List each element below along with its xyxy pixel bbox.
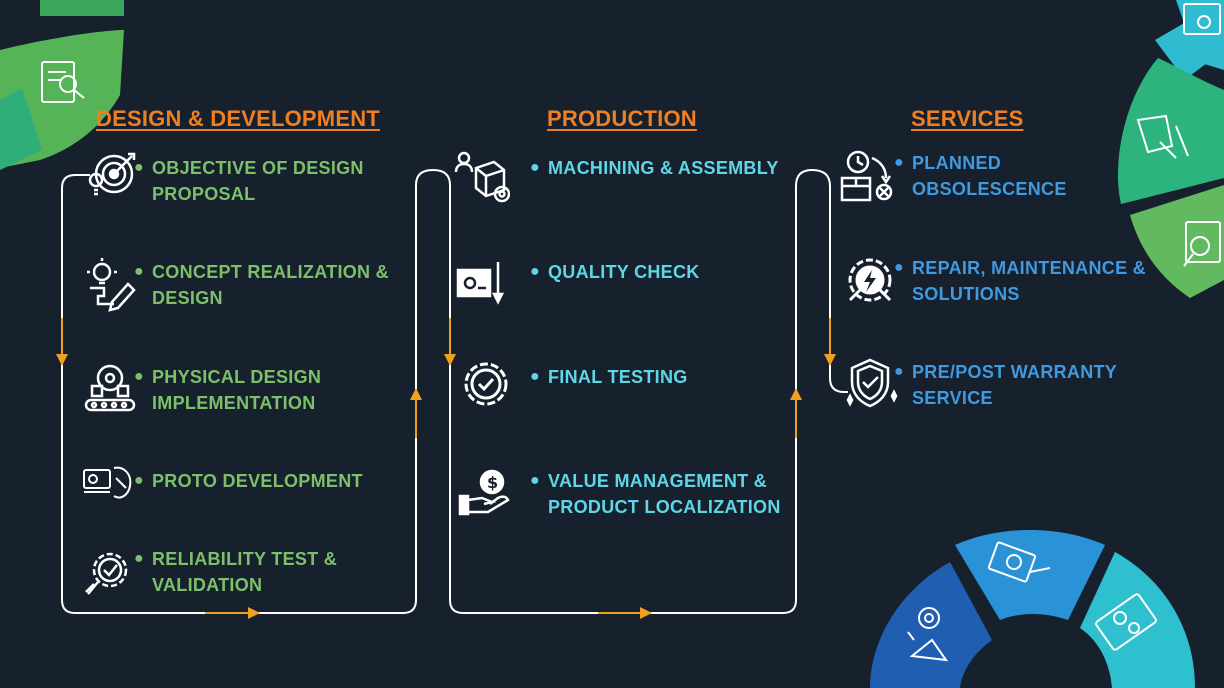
item-proto-development: ● PROTO DEVELOPMENT <box>134 468 363 494</box>
item-physical-design-implementation: ● PHYSICAL DESIGN IMPLEMENTATION <box>134 364 321 416</box>
flow-arrow-down-2 <box>444 318 456 366</box>
item-objective-of-design-proposal: ● OBJECTIVE OF DESIGN PROPOSAL <box>134 155 364 207</box>
blueprint-icon <box>987 541 1051 583</box>
item-text: PLANNED OBSOLESCENCE <box>912 150 1067 202</box>
bullet-dot: ● <box>134 550 144 567</box>
item-planned-obsolescence: ● PLANNED OBSOLESCENCE <box>894 150 1067 202</box>
item-reliability-test-validation: ● RELIABILITY TEST & VALIDATION <box>134 546 337 598</box>
svg-text:$: $ <box>487 473 498 492</box>
item-repair-maintenance-solutions: ● REPAIR, MAINTENANCE & SOLUTIONS <box>894 255 1146 307</box>
item-final-testing: ● FINAL TESTING <box>530 364 688 390</box>
check-badge-icon <box>458 356 514 412</box>
bullet-dot: ● <box>134 159 144 176</box>
item-pre-post-warranty-service: ● PRE/POST WARRANTY SERVICE <box>894 359 1117 411</box>
conveyor-gear-icon <box>82 360 138 416</box>
item-line: PHYSICAL DESIGN <box>152 367 322 387</box>
item-line: FINAL TESTING <box>548 367 688 387</box>
item-text: CONCEPT REALIZATION & DESIGN <box>152 259 389 311</box>
item-text: RELIABILITY TEST & VALIDATION <box>152 546 337 598</box>
document-magnifier-icon <box>1183 221 1221 267</box>
worker-box-gear-icon <box>454 150 510 206</box>
item-line: SERVICE <box>912 388 993 408</box>
bullet-dot: ● <box>134 368 144 385</box>
item-line: PROPOSAL <box>152 184 256 204</box>
gears-screen-icon <box>1095 593 1157 651</box>
item-line: PROTO DEVELOPMENT <box>152 471 363 491</box>
heading-production: PRODUCTION <box>547 106 697 131</box>
hand-dollar-icon: $ <box>456 466 512 522</box>
item-value-management-localization: ● VALUE MANAGEMENT & PRODUCT LOCALIZATIO… <box>530 468 781 520</box>
heading-design-development: DESIGN & DEVELOPMENT <box>96 106 380 131</box>
bullet-dot: ● <box>530 472 540 489</box>
bullet-dot: ● <box>530 263 540 280</box>
bullet-dot: ● <box>134 472 144 489</box>
item-line: DESIGN <box>152 288 223 308</box>
bullet-dot: ● <box>894 363 904 380</box>
item-text: OBJECTIVE OF DESIGN PROPOSAL <box>152 155 364 207</box>
bullet-dot: ● <box>894 259 904 276</box>
item-line: PRE/POST WARRANTY <box>912 362 1118 382</box>
item-text: REPAIR, MAINTENANCE & SOLUTIONS <box>912 255 1146 307</box>
gear-wrench-icon <box>907 607 949 662</box>
item-text: VALUE MANAGEMENT & PRODUCT LOCALIZATION <box>548 468 781 520</box>
item-concept-realization-design: ● CONCEPT REALIZATION & DESIGN <box>134 259 389 311</box>
bullet-dot: ● <box>530 368 540 385</box>
gear-check-magnifier-icon <box>82 546 138 602</box>
item-line: SOLUTIONS <box>912 284 1020 304</box>
blueprint-pencil-icon <box>454 256 510 312</box>
flow-arrow-up-2 <box>790 388 802 438</box>
item-quality-check: ● QUALITY CHECK <box>530 259 700 285</box>
bulb-pencil-icon <box>84 256 140 312</box>
bottom-right-arc <box>870 530 1195 688</box>
flow-arrow-right-2 <box>598 607 652 619</box>
item-line: VALIDATION <box>152 575 263 595</box>
flow-line <box>61 168 848 614</box>
right-arc <box>1118 0 1224 298</box>
item-text: PRE/POST WARRANTY SERVICE <box>912 359 1117 411</box>
item-line: IMPLEMENTATION <box>152 393 316 413</box>
clock-box-cancel-icon <box>838 148 894 204</box>
shield-check-icon <box>844 356 900 412</box>
item-line: OBSOLESCENCE <box>912 179 1067 199</box>
flow-arrow-down-3 <box>824 318 836 366</box>
item-line: CONCEPT REALIZATION & <box>152 262 389 282</box>
target-bulb-icon <box>84 150 140 206</box>
heading-services: SERVICES <box>911 106 1024 131</box>
item-text: PHYSICAL DESIGN IMPLEMENTATION <box>152 364 321 416</box>
item-text: QUALITY CHECK <box>548 259 700 285</box>
item-line: VALUE MANAGEMENT & <box>548 471 768 491</box>
item-line: PRODUCT LOCALIZATION <box>548 497 781 517</box>
flow-arrow-down-1 <box>56 318 68 366</box>
prototype-icon <box>80 456 136 512</box>
item-text: FINAL TESTING <box>548 364 688 390</box>
document-search-icon <box>41 61 85 103</box>
item-text: PROTO DEVELOPMENT <box>152 468 363 494</box>
item-line: REPAIR, MAINTENANCE & <box>912 258 1146 278</box>
item-text: MACHINING & ASSEMBLY <box>548 155 779 181</box>
item-line: RELIABILITY TEST & <box>152 549 338 569</box>
item-machining-assembly: ● MACHINING & ASSEMBLY <box>530 155 779 181</box>
bullet-dot: ● <box>530 159 540 176</box>
gear-tools-icon <box>842 254 898 310</box>
designer-icon <box>1136 114 1189 159</box>
item-line: QUALITY CHECK <box>548 262 700 282</box>
top-left-arc <box>0 0 124 170</box>
flow-arrow-up-1 <box>410 388 422 438</box>
drawings-icon <box>1183 3 1221 35</box>
item-line: PLANNED <box>912 153 1002 173</box>
bullet-dot: ● <box>894 154 904 171</box>
flow-arrow-right-1 <box>205 607 260 619</box>
item-line: MACHINING & ASSEMBLY <box>548 158 779 178</box>
bullet-dot: ● <box>134 263 144 280</box>
item-line: OBJECTIVE OF DESIGN <box>152 158 364 178</box>
